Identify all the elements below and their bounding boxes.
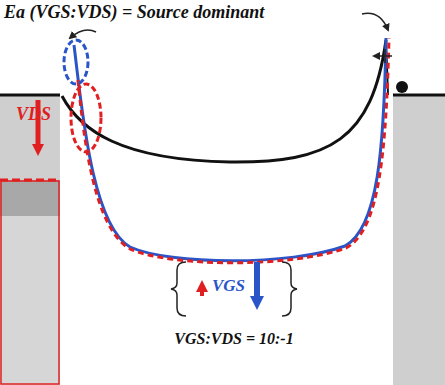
drain-metal [393, 81, 445, 385]
red-up-arrow [200, 286, 204, 296]
band-edge-biased [74, 38, 386, 261]
injection-arrow [70, 30, 96, 38]
injection-arrow [374, 55, 392, 57]
bias-label: VGS [212, 276, 245, 296]
injection-arrow [362, 13, 388, 30]
band-edge-unbiased [62, 40, 386, 162]
bias-ratio: VGS:VDS = 10:-1 [174, 330, 293, 348]
blocked-mark [384, 49, 386, 63]
gs-region [64, 40, 88, 84]
band-edge-biased-red [78, 38, 389, 263]
ds-region [71, 84, 101, 152]
source-metal [0, 95, 60, 385]
brace [171, 262, 186, 316]
brace [282, 262, 297, 316]
blue-down-arrow [254, 262, 260, 302]
bias-label: VDS [16, 104, 51, 125]
diagram-title: Ea (VGS:VDS) = Source dominant [4, 2, 264, 23]
